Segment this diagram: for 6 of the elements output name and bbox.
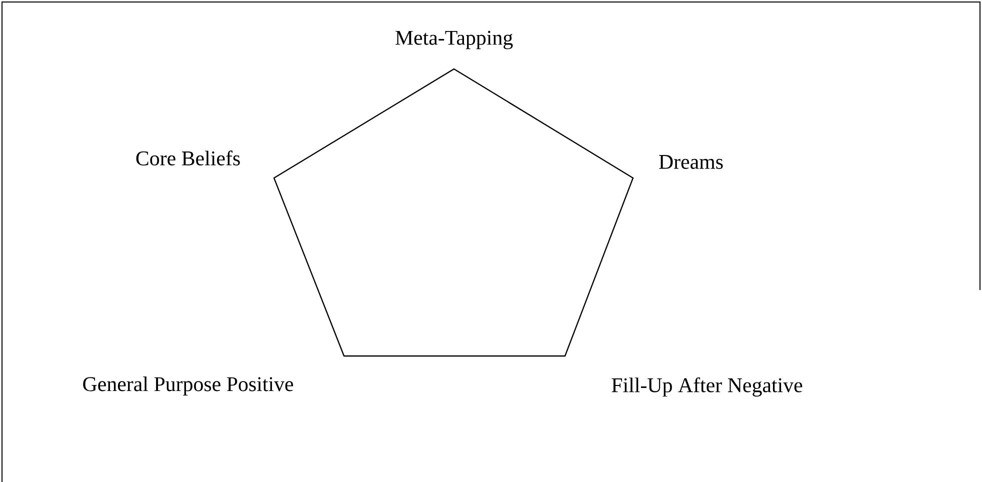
vertex-label: Dreams (659, 155, 723, 169)
vertex-label: General Purpose Positive (83, 376, 294, 396)
vertex-label: Fill-Up After Negative (612, 377, 802, 397)
vertex-label: Meta-Tapping (396, 30, 513, 50)
pentagon (273, 68, 634, 357)
vertex-label: Core Beliefs (136, 150, 240, 166)
